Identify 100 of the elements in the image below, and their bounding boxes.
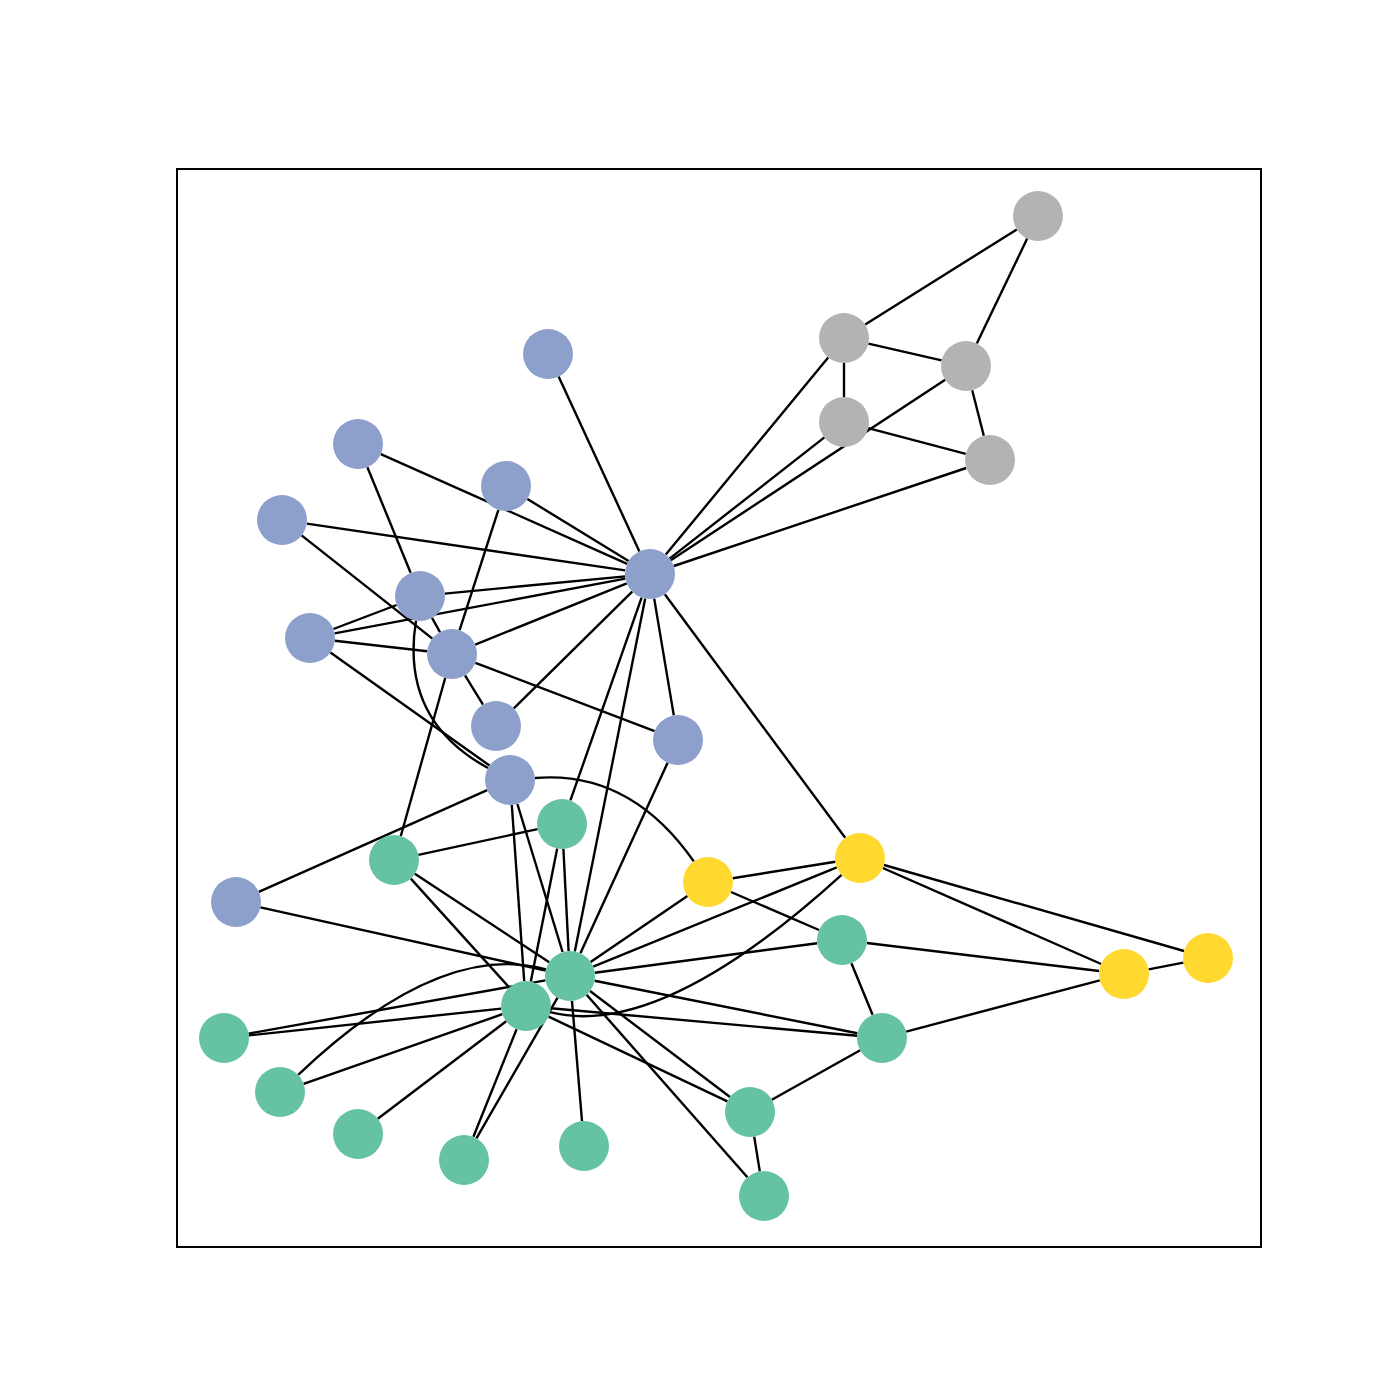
network-node (1013, 191, 1063, 241)
network-node (211, 877, 261, 927)
network-node (683, 857, 733, 907)
network-edge (548, 1015, 728, 1103)
network-edge (664, 356, 830, 556)
network-edge (771, 1049, 861, 1101)
network-edge (418, 828, 538, 856)
network-node (369, 835, 419, 885)
network-edge (868, 342, 942, 362)
network-node (333, 419, 383, 469)
network-node (653, 715, 703, 765)
network-edge (975, 238, 1029, 344)
network-node (725, 1087, 775, 1137)
network-edge (258, 789, 488, 893)
network-node (471, 701, 521, 751)
network-edge (732, 860, 836, 880)
network-edge (414, 872, 550, 964)
network-node (817, 915, 867, 965)
network-edge (730, 890, 820, 932)
network-edge (529, 848, 559, 982)
network-edge (594, 942, 818, 974)
network-edge (248, 979, 546, 1035)
network-edge (409, 877, 511, 989)
network-edge (306, 522, 626, 572)
network-edge (516, 803, 564, 953)
network-node (941, 341, 991, 391)
network-edge (474, 582, 628, 646)
network-node (625, 549, 675, 599)
network-edge (589, 895, 689, 963)
network-edge (510, 804, 526, 982)
network-edge (585, 994, 749, 1178)
network-edge (248, 1007, 502, 1037)
network-edge (329, 651, 491, 767)
network-edge (1148, 961, 1184, 971)
network-edge (562, 848, 570, 952)
network-edge (866, 941, 1100, 973)
network-edge (300, 534, 434, 640)
network-edge (303, 1013, 503, 1085)
network-edge (332, 603, 398, 631)
network-node (199, 1013, 249, 1063)
network-node (439, 1135, 489, 1185)
network-node (537, 799, 587, 849)
network-node (559, 1121, 609, 1171)
network-edge (334, 577, 626, 635)
network-edge (526, 497, 630, 563)
network-edge (883, 863, 1185, 953)
network-edge (753, 1136, 761, 1172)
network-node (333, 1109, 383, 1159)
network-edge (557, 376, 641, 552)
network-edge (592, 866, 838, 968)
network-node (819, 397, 869, 447)
network-edge (864, 228, 1018, 326)
network-edge (474, 661, 656, 733)
network-edge (463, 674, 485, 706)
network-edge (475, 997, 559, 1139)
network-node (501, 981, 551, 1031)
network-edge (579, 762, 669, 954)
network-edge (867, 427, 967, 455)
network-edge (670, 378, 946, 562)
network-edge (444, 575, 626, 595)
network-edge (882, 866, 1102, 966)
network-edge (573, 598, 647, 952)
network-node (857, 1013, 907, 1063)
network-edge (534, 776, 695, 863)
network-node (257, 495, 307, 545)
network-edge (550, 1007, 858, 1037)
network-node (481, 461, 531, 511)
network-node (395, 571, 445, 621)
network-node (427, 629, 477, 679)
network-edge (971, 389, 985, 437)
network-edge (472, 1028, 518, 1138)
network-node (819, 313, 869, 363)
network-edge (512, 590, 634, 710)
network-edge (377, 1020, 507, 1120)
network-edge (412, 620, 489, 770)
network-edge (668, 436, 826, 560)
network-node (965, 435, 1015, 485)
network-node (1183, 933, 1233, 983)
network-edge (430, 617, 442, 633)
network-edge (673, 466, 967, 568)
network-node (485, 755, 535, 805)
network-node (739, 1171, 789, 1221)
network-edge (550, 873, 843, 1018)
network-edge (850, 962, 874, 1016)
network-edge (594, 979, 858, 1035)
network-edge (570, 1000, 584, 1122)
network-edge (366, 466, 412, 574)
network-node (835, 833, 885, 883)
network-node (255, 1067, 305, 1117)
network-edge (334, 639, 428, 653)
network-edge (663, 593, 847, 839)
network-node (523, 329, 573, 379)
network-edge (297, 963, 547, 1076)
network-edge (653, 598, 675, 716)
network-edge (589, 990, 731, 1098)
network-edge (569, 597, 643, 801)
network-edge (905, 979, 1101, 1033)
network-edge (458, 509, 500, 631)
network-node (545, 951, 595, 1001)
network-edge (380, 453, 628, 565)
